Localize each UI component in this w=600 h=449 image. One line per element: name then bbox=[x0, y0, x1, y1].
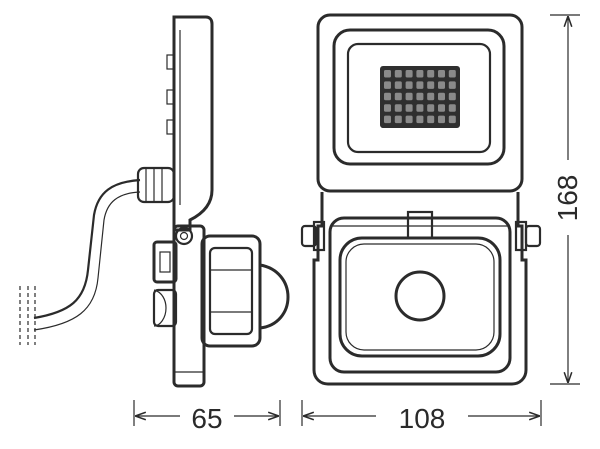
led-chip bbox=[448, 70, 456, 78]
front-housing bbox=[316, 13, 524, 193]
power-cable-outline bbox=[33, 191, 141, 331]
depth-label: 65 bbox=[191, 403, 222, 434]
led-chip bbox=[448, 92, 456, 101]
sensor-tab bbox=[406, 210, 434, 240]
cable-gland bbox=[136, 166, 176, 204]
led-chip bbox=[416, 104, 424, 112]
led-chip bbox=[448, 104, 456, 112]
led-chip bbox=[394, 104, 402, 112]
led-chip bbox=[416, 92, 424, 101]
led-chip bbox=[405, 92, 413, 101]
led-chip bbox=[448, 115, 456, 124]
led-chip bbox=[416, 81, 424, 89]
led-chip bbox=[438, 70, 445, 78]
sensor-housing bbox=[328, 216, 512, 374]
led-chip bbox=[448, 81, 456, 89]
led-chip bbox=[394, 70, 402, 78]
cable-end-dashes bbox=[19, 286, 36, 345]
front-bracket bbox=[300, 192, 542, 386]
led-chip bbox=[438, 115, 445, 124]
width-label: 108 bbox=[399, 403, 446, 434]
led-chip bbox=[405, 104, 413, 112]
power-cable bbox=[33, 178, 141, 320]
led-chip bbox=[384, 70, 391, 78]
side-bracket bbox=[172, 224, 206, 388]
height-label: 168 bbox=[552, 175, 583, 222]
depth-dimension: 65 bbox=[133, 400, 281, 434]
led-chip bbox=[427, 115, 435, 124]
led-chip bbox=[427, 92, 435, 101]
led-chip bbox=[427, 81, 435, 89]
sensor-window bbox=[338, 236, 502, 358]
width-dimension: 108 bbox=[301, 400, 542, 434]
led-chip bbox=[394, 92, 402, 101]
front-view bbox=[300, 13, 542, 386]
led-chip bbox=[384, 92, 391, 101]
lens-frame-inner bbox=[346, 42, 492, 154]
pir-lens bbox=[394, 270, 446, 322]
led-array bbox=[380, 66, 460, 128]
led-chip bbox=[394, 115, 402, 124]
led-chip bbox=[438, 81, 445, 89]
led-chip bbox=[416, 115, 424, 124]
hinge-screw bbox=[174, 226, 194, 246]
led-chip bbox=[405, 70, 413, 78]
led-chip bbox=[427, 70, 435, 78]
led-chip bbox=[384, 115, 391, 124]
side-housing bbox=[172, 15, 214, 232]
side-fins bbox=[166, 54, 175, 135]
height-dimension: 168 bbox=[550, 14, 583, 385]
led-chip bbox=[384, 81, 391, 89]
led-chip bbox=[438, 104, 445, 112]
side-view bbox=[19, 15, 290, 388]
lens-frame-outer bbox=[332, 28, 506, 166]
led-chip bbox=[405, 115, 413, 124]
led-chip bbox=[416, 70, 424, 78]
led-chip bbox=[438, 92, 445, 101]
led-chip bbox=[384, 104, 391, 112]
led-chip bbox=[405, 81, 413, 89]
side-sensor bbox=[152, 234, 290, 348]
led-chip bbox=[427, 104, 435, 112]
led-chip bbox=[394, 81, 402, 89]
